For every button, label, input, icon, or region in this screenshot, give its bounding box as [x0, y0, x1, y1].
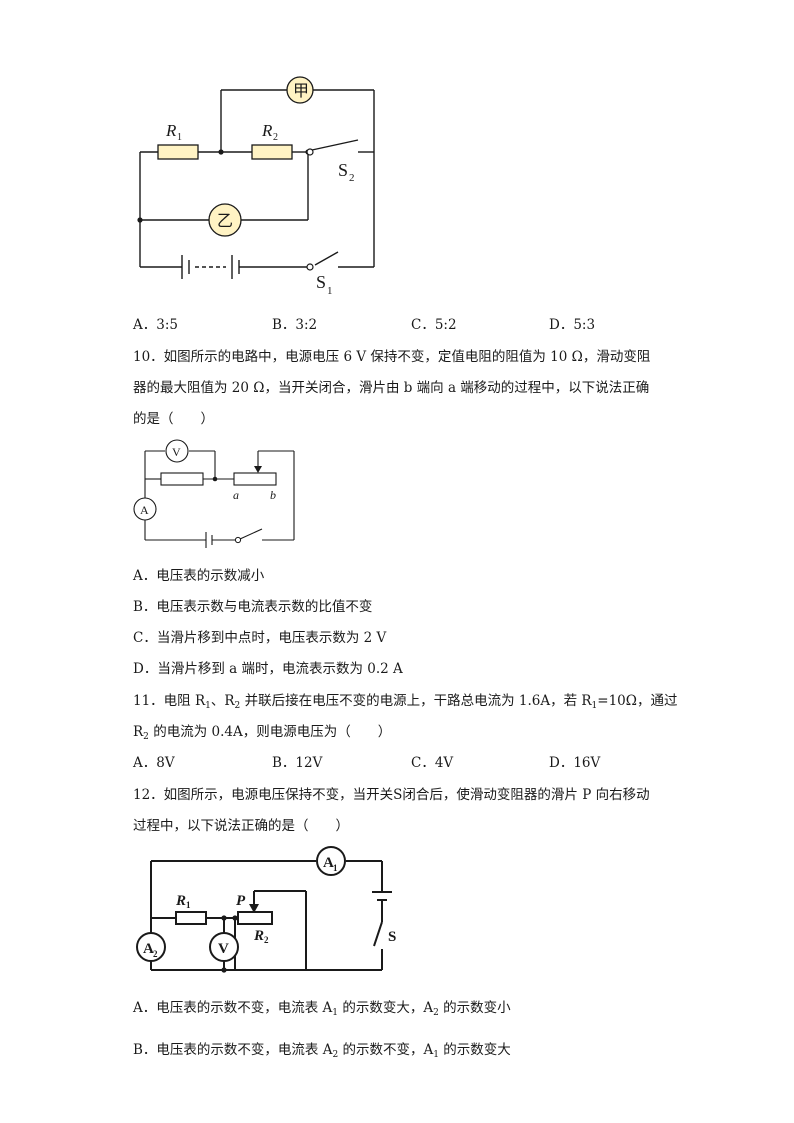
q10-stem-line-3: 的是（ ） [133, 411, 214, 427]
q9-meter-jia [286, 76, 314, 104]
q9-s2-subscript: 2 [349, 172, 355, 184]
q9-option-b[interactable]: B．3:2 [272, 317, 318, 333]
q12-ammeter-a1 [316, 846, 346, 876]
q9-resistor-r1 [157, 144, 199, 160]
q11-option-d[interactable]: D．16V [549, 755, 601, 771]
q12-a1-subscript: 1 [333, 863, 338, 873]
q12-option-b[interactable]: B．电压表的示数不变，电流表 A2 的示数不变，A1 的示数变大 [133, 1042, 511, 1060]
q9-meter-jia-label: 甲 [293, 81, 309, 100]
q10-option-c[interactable]: C．当滑片移到中点时，电压表示数为 2 V [133, 630, 387, 646]
q12-r2-subscript: 2 [264, 935, 269, 945]
q10-ammeter-label: A [140, 503, 149, 517]
q12-a2-subscript: 2 [153, 949, 158, 959]
q12-rheostat-r2 [237, 911, 273, 925]
q10-voltmeter-label: V [172, 445, 181, 459]
q9-resistor-r2 [251, 144, 293, 160]
q12-r1-label: R [175, 893, 186, 909]
q9-s1-subscript: 1 [327, 285, 333, 297]
q11-option-b[interactable]: B．12V [272, 755, 323, 771]
q11-option-c[interactable]: C．4V [411, 755, 454, 771]
q12-ammeter-a2 [136, 932, 166, 962]
q10-end-a-label: a [233, 488, 239, 502]
q9-circuit-diagram: 甲 乙 R 1 R 2 S 2 S 1 [137, 76, 375, 297]
q9-option-a[interactable]: A．3:5 [133, 317, 178, 333]
q12-resistor-r1 [175, 911, 207, 925]
q12-voltmeter-label: V [218, 941, 229, 957]
q9-option-c[interactable]: C．5:2 [411, 317, 457, 333]
q10-stem-line-1: 10．如图所示的电路中，电源电压 6 V 保持不变，定值电阻的阻值为 10 Ω，… [133, 349, 651, 365]
q11-stem-line-2: R2 的电流为 0.4A，则电源电压为（ ） [133, 724, 392, 742]
q10-slide-rheostat [233, 472, 277, 486]
q9-r1-label: R [165, 121, 177, 140]
q9-meter-yi-label: 乙 [217, 211, 233, 230]
q10-option-b[interactable]: B．电压表示数与电流表示数的比值不变 [133, 599, 373, 615]
q10-ammeter [133, 497, 157, 521]
q12-circuit-diagram: A 1 A 2 V R 1 P R 2 S [136, 846, 396, 973]
q9-r2-subscript: 2 [273, 132, 278, 143]
q12-a1-label: A [323, 855, 334, 871]
q9-r2-label: R [261, 121, 273, 140]
q10-voltmeter [165, 439, 189, 463]
q9-s1-label: S [316, 272, 326, 292]
q10-fixed-resistor [160, 472, 204, 486]
q9-option-d[interactable]: D．5:3 [549, 317, 596, 333]
q10-stem-line-2: 器的最大阻值为 20 Ω，当开关闭合，滑片由 b 端向 a 端移动的过程中，以下… [133, 380, 650, 396]
q12-option-a[interactable]: A．电压表的示数不变，电流表 A1 的示数变大，A2 的示数变小 [133, 1000, 511, 1018]
q10-end-b-label: b [270, 488, 276, 502]
q12-a2-label: A [143, 941, 154, 957]
q9-s2-label: S [338, 160, 348, 180]
q12-stem-line-1: 12．如图所示，电源电压保持不变，当开关S闭合后，使滑动变阻器的滑片 P 向右移… [133, 787, 650, 803]
q11-stem-line-1: 11．电阻 R1、R2 并联后接在电压不变的电源上，干路总电流为 1.6A，若 … [133, 693, 678, 711]
q12-stem-line-2: 过程中，以下说法正确的是（ ） [133, 818, 349, 834]
q12-r2-label: R [253, 928, 264, 944]
q9-meter-yi [208, 203, 242, 237]
q10-option-a[interactable]: A．电压表的示数减小 [133, 568, 265, 584]
q11-option-a[interactable]: A．8V [133, 755, 175, 771]
q12-switch-label: S [388, 929, 396, 945]
q12-r1-subscript: 1 [186, 900, 191, 910]
q9-r1-subscript: 1 [177, 132, 182, 143]
q12-p-label: P [236, 893, 246, 909]
q10-option-d[interactable]: D．当滑片移到 a 端时，电流表示数为 0.2 A [133, 661, 403, 677]
q10-circuit-diagram: V A a b [133, 439, 295, 548]
